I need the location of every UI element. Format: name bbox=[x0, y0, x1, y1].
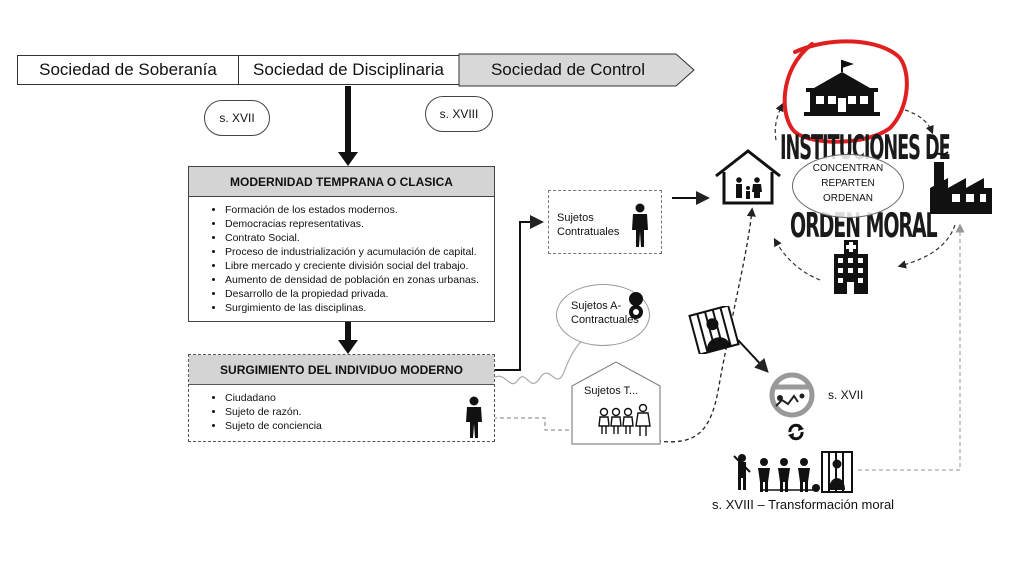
house-family-icon bbox=[715, 149, 781, 205]
connector-prisoner-punishment bbox=[737, 339, 769, 373]
list-item: Aumento de densidad de población en zona… bbox=[225, 273, 494, 287]
list-item: Desarrollo de la propiedad privada. bbox=[225, 287, 494, 301]
hospital-icon bbox=[834, 240, 868, 294]
verb-reparten: REPARTEN bbox=[821, 178, 875, 189]
list-item: Sujeto de razón. bbox=[225, 405, 494, 419]
punishment-xvii-label: s. XVII bbox=[828, 388, 864, 402]
list-item: Proceso de industrialización y acumulaci… bbox=[225, 245, 494, 259]
cycle-icon bbox=[788, 423, 804, 441]
family-group-icon bbox=[598, 404, 651, 436]
institutions-verbs-circle: CONCENTRAN REPARTEN ORDENAN bbox=[792, 154, 904, 218]
modernidad-title: MODERNIDAD TEMPRANA O CLASICA bbox=[189, 167, 494, 197]
timeline-control-arrow bbox=[458, 53, 695, 87]
timeline-disciplinaria: Sociedad de Disciplinaria bbox=[238, 55, 460, 85]
person-icon bbox=[466, 396, 482, 438]
list-item: Surgimiento de las disciplinas. bbox=[225, 301, 494, 315]
list-item: Ciudadano bbox=[225, 391, 494, 405]
tutelados-label: Sujetos T... bbox=[584, 385, 639, 397]
connector-to-contractuales bbox=[494, 215, 544, 371]
thick-arrow-modernidad bbox=[338, 322, 358, 354]
thick-arrow-timeline bbox=[338, 86, 358, 166]
wavy-line bbox=[493, 325, 599, 385]
connector-tutelados-house bbox=[649, 207, 756, 443]
school-icon bbox=[804, 60, 880, 116]
timeline-control: Sociedad de Control bbox=[490, 60, 646, 79]
contractuales-box: Sujetos Contratuales bbox=[548, 190, 662, 254]
list-item: Libre mercado y creciente división socia… bbox=[225, 259, 494, 273]
list-item: Sujeto de conciencia bbox=[225, 419, 494, 433]
individuo-list: Ciudadano Sujeto de razón. Sujeto de con… bbox=[189, 391, 494, 433]
timeline-soberania: Sociedad de Soberanía bbox=[17, 55, 239, 85]
connector-chain-factory bbox=[858, 223, 965, 471]
person-icon bbox=[632, 203, 648, 247]
institution-cycle bbox=[773, 102, 956, 281]
individuo-box: SURGIMIENTO DEL INDIVIDUO MODERNO Ciudad… bbox=[188, 354, 495, 442]
connector-to-tutelados bbox=[486, 417, 593, 435]
modernidad-box: MODERNIDAD TEMPRANA O CLASICA Formación … bbox=[188, 166, 495, 322]
list-item: Formación de los estados modernos. bbox=[225, 203, 494, 217]
list-item: Democracias representativas. bbox=[225, 217, 494, 231]
verb-ordenan: ORDENAN bbox=[822, 193, 873, 204]
forbidden-icon bbox=[769, 372, 815, 418]
period-xviii-badge: s. XVIII bbox=[425, 96, 493, 132]
modernidad-list: Formación de los estados modernos. Democ… bbox=[189, 203, 494, 315]
period-xvii-badge: s. XVII bbox=[204, 100, 270, 136]
prisoner-icon bbox=[688, 306, 740, 354]
red-highlight-circle bbox=[782, 39, 909, 144]
a-contractuales-label: Sujetos A-Contractuales bbox=[571, 300, 639, 326]
list-item: Contrato Social. bbox=[225, 231, 494, 245]
chain-gang-icon bbox=[733, 451, 853, 493]
contractuales-label: Sujetos Contratuales bbox=[557, 212, 620, 238]
punishment-xviii-label: s. XVIII – Transformación moral bbox=[712, 497, 895, 512]
verb-concentran: CONCENTRAN bbox=[812, 163, 884, 174]
factory-icon bbox=[930, 151, 992, 214]
individuo-title: SURGIMIENTO DEL INDIVIDUO MODERNO bbox=[189, 355, 494, 385]
thief-icon bbox=[629, 292, 643, 319]
